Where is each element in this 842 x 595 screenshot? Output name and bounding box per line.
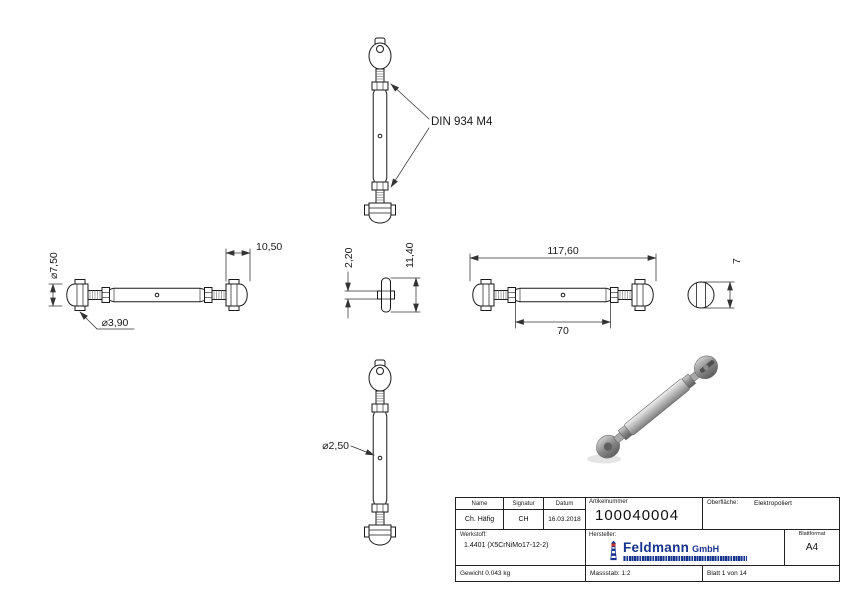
view-top-vertical: DIN 934 M4 xyxy=(364,37,493,224)
blattformat-value: A4 xyxy=(805,542,819,553)
artikelnummer-label: Artikelnummer xyxy=(589,499,628,505)
view-fork-edge: 2,20 11,40 xyxy=(343,242,421,319)
dim-label-pin-diameter: ⌀3,90 xyxy=(102,317,129,329)
werkstoff-cell: Werkstoff: 1.4401 (X5CrNiMo17-12-2) xyxy=(456,530,586,566)
oberflaeche-value: Elektropoliert xyxy=(754,500,792,507)
render-3d xyxy=(587,355,718,464)
dim-label-fork-od: ⌀7,50 xyxy=(48,252,60,279)
dim-label-prong-thickness: 2,20 xyxy=(343,247,355,268)
blattformat-cell: Blattformat A4 xyxy=(785,530,839,566)
werkstoff-value: 1.4401 (X5CrNiMo17-12-2) xyxy=(464,542,549,549)
gewicht-cell: Gewicht 0.043 kg xyxy=(456,566,586,581)
name-value: Ch. Häfig xyxy=(456,510,504,530)
annotation-din-934-m4: DIN 934 M4 xyxy=(431,116,493,128)
dim-label-end-width: 7 xyxy=(731,258,743,264)
dim-label-stud-length: 10,50 xyxy=(256,241,282,253)
dim-label-hole-diameter: ⌀2,50 xyxy=(322,440,349,452)
oberflaeche-label: Oberfläche: xyxy=(707,500,739,506)
name-header: Name xyxy=(456,498,504,510)
datum-header: Datum xyxy=(544,498,586,510)
view-bottom-vertical: ⌀2,50 xyxy=(322,359,396,546)
datum-value: 16.03.2018 xyxy=(544,510,586,530)
signatur-value: CH xyxy=(504,510,544,530)
blatt-cell: Blatt 1 von 14 xyxy=(707,570,747,577)
artikelnummer-value: 100040004 xyxy=(595,507,680,524)
signatur-header: Signatur xyxy=(504,498,544,510)
view-fork-end: 7 xyxy=(687,258,743,309)
title-block: Name Signatur Datum Artikelnummer 100040… xyxy=(455,497,840,582)
logo-tagline-bar xyxy=(623,556,747,561)
dim-label-body-length: 70 xyxy=(557,325,569,337)
view-side-right: 117,60 70 xyxy=(469,245,657,337)
oberflaeche-cell: Oberfläche: Elektropoliert xyxy=(703,498,839,530)
massstab-cell: Massstab: 1:2 xyxy=(586,566,703,581)
hersteller-cell: Hersteller: Feldmann GmbH xyxy=(586,530,785,566)
logo-brand: Feldmann xyxy=(623,540,690,555)
dim-label-total-length: 117,60 xyxy=(547,245,578,257)
feldmann-logo: Feldmann GmbH xyxy=(607,540,781,561)
hersteller-label: Hersteller: xyxy=(589,532,617,538)
view-side-left: ⌀7,50 10,50 ⌀3,90 xyxy=(48,241,282,330)
artikelnummer-cell: Artikelnummer 100040004 xyxy=(586,498,703,530)
werkstoff-label: Werkstoff: xyxy=(460,532,487,538)
dim-label-fork-width: 11,40 xyxy=(404,242,416,268)
logo-suffix: GmbH xyxy=(692,544,720,554)
lighthouse-icon xyxy=(610,540,617,561)
logo-text: Feldmann GmbH xyxy=(623,540,747,561)
blattformat-label: Blattformat xyxy=(798,531,826,537)
